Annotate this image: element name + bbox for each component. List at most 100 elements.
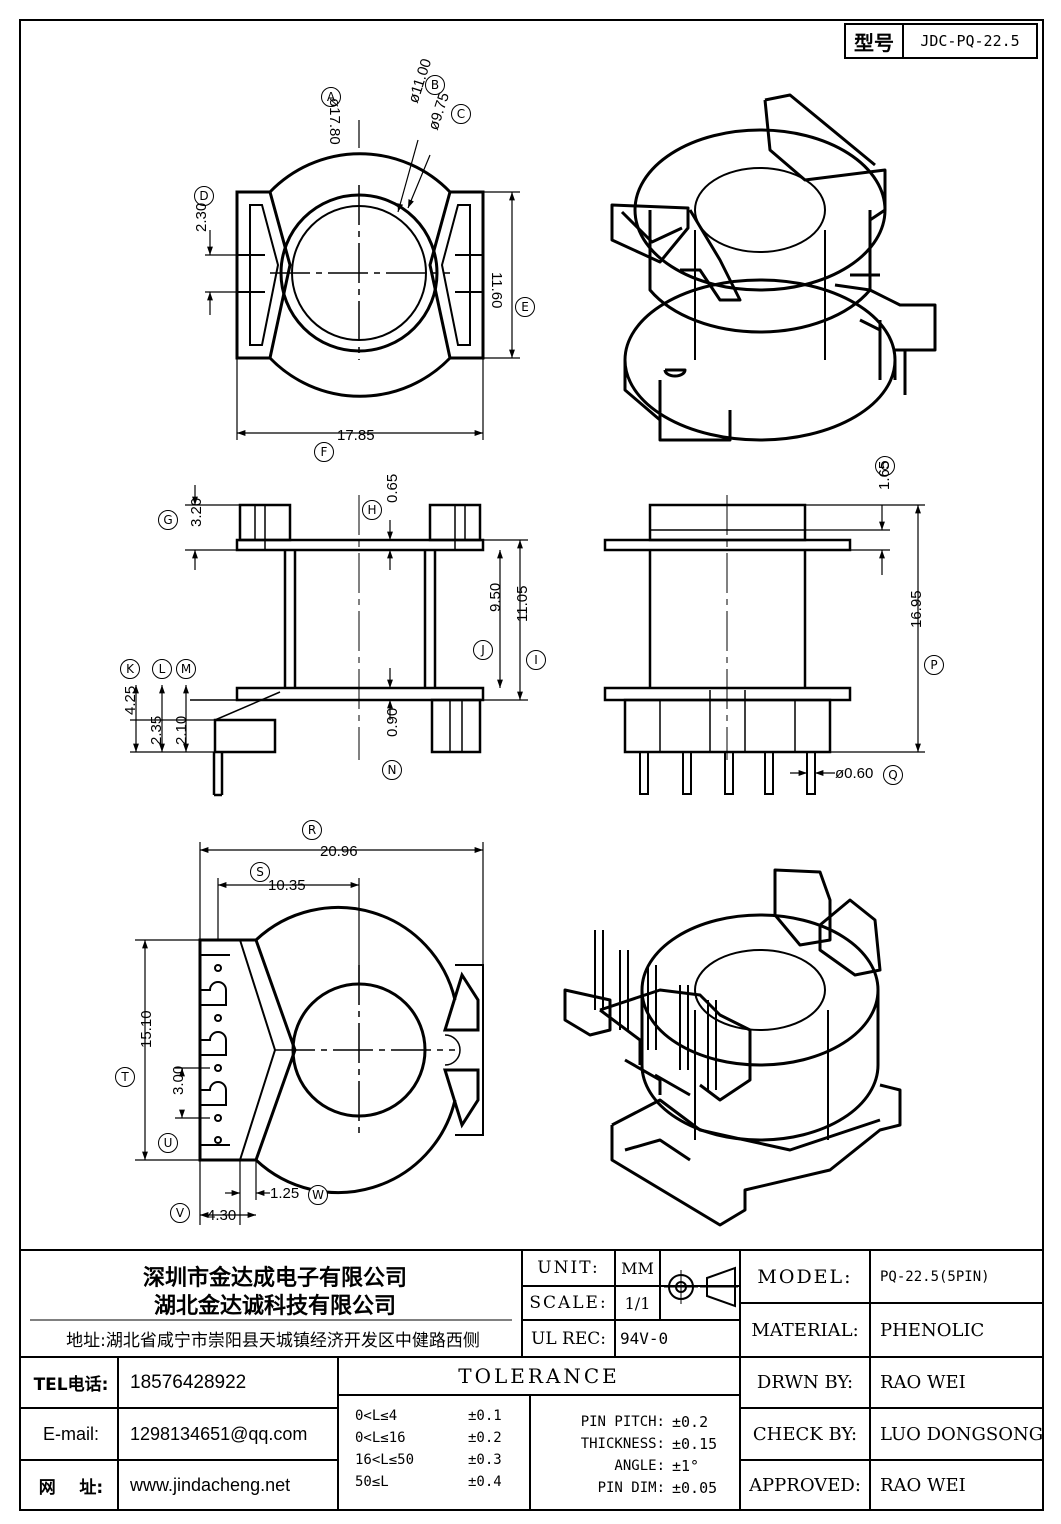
dimension-value-o: 1.65 <box>876 460 893 490</box>
dimension-tag-t: T <box>115 1067 135 1087</box>
web-value: www.jindacheng.net <box>130 1474 291 1495</box>
dimension-tag-v: V <box>170 1203 190 1223</box>
iso-view-bottom <box>563 868 902 1227</box>
dimension-tag-a: A <box>321 87 341 107</box>
header-model-box <box>844 23 1038 59</box>
dimension-tag-r: R <box>302 820 322 840</box>
tolerance-value: ±0.3 <box>468 1452 502 1468</box>
dimension-value-f: 17.85 <box>337 427 375 444</box>
email-label: E-mail: <box>42 1423 99 1444</box>
dimension-tag-d: D <box>194 186 214 206</box>
ulrec-label: UL REC: <box>531 1328 606 1349</box>
dimension-value-q: ø0.60 <box>835 765 874 782</box>
dimension-value-s: 10.35 <box>268 877 306 894</box>
dimension-tag-h: H <box>362 500 382 520</box>
bottom-view-dimensions <box>135 842 484 1225</box>
tolerance-range: 0<L≤4 <box>355 1408 398 1424</box>
dimension-value-k: 4.25 <box>122 685 139 715</box>
dimension-value-h: 0.65 <box>384 473 401 503</box>
scale-value: 1/1 <box>624 1293 651 1313</box>
tolerance-value: ±0.1 <box>468 1408 502 1424</box>
dimension-value-d: 2.30 <box>193 202 210 232</box>
dimension-tag-b: B <box>425 75 445 95</box>
material-label: MATERIAL: <box>751 1319 859 1341</box>
unit-label: UNIT: <box>537 1258 600 1278</box>
bottom-view <box>198 905 484 1195</box>
dimension-value-u: 3.00 <box>170 1065 187 1095</box>
dimension-tag-p: P <box>924 655 944 675</box>
dimension-tag-o: O <box>875 456 895 476</box>
dimension-value-w: 1.25 <box>270 1185 300 1202</box>
ulrec-value: 94V-0 <box>620 1329 669 1348</box>
drawn-by-label: DRWN BY: <box>756 1372 854 1393</box>
dimension-value-a: ø17.80 <box>326 98 343 145</box>
dimension-tag-i: I <box>526 650 546 670</box>
dimension-tag-n: N <box>382 760 402 780</box>
approved-label: APPROVED: <box>749 1474 861 1496</box>
iso-view-top <box>610 93 937 442</box>
dimension-value-n: 0.90 <box>384 707 401 737</box>
model-label: MODEL: <box>757 1265 853 1288</box>
dimension-value-m: 2.10 <box>173 715 190 745</box>
check-by-label: CHECK BY: <box>752 1423 858 1445</box>
dimension-tag-u: U <box>158 1133 178 1153</box>
approved-value: RAO WEI <box>880 1474 966 1496</box>
drawing-frame <box>19 19 1044 1511</box>
dimension-value-l: 2.35 <box>148 715 165 745</box>
company-name-1: 深圳市金达成电子有限公司 <box>142 1266 407 1291</box>
side-view <box>603 495 852 795</box>
tel-value: 18576428922 <box>130 1371 247 1393</box>
scale-label: SCALE: <box>529 1293 608 1313</box>
tolerance-range: 0<L≤16 <box>355 1430 406 1446</box>
angle-value: ±1° <box>672 1457 700 1475</box>
pin-pitch-value: ±0.2 <box>672 1413 709 1431</box>
header-model-label: 型号 <box>854 30 894 55</box>
unit-value: MM <box>621 1258 654 1278</box>
dimension-tag-m: M <box>176 659 196 679</box>
projection-symbol-icon <box>664 1266 738 1308</box>
dimension-tag-q: Q <box>883 765 903 785</box>
dimension-tag-f: F <box>314 442 334 462</box>
side-view-dimensions <box>790 504 925 776</box>
top-view <box>235 152 485 398</box>
header-model-value: JDC-PQ-22.5 <box>920 32 1020 50</box>
dimension-tag-s: S <box>250 862 270 882</box>
dimension-value-e: 11.60 <box>488 272 505 309</box>
email-value: 1298134651@qq.com <box>130 1423 308 1444</box>
company-address: 地址:湖北省咸宁市崇阳县天城镇经济开发区中健路西侧 <box>66 1330 480 1351</box>
tolerance-range: 16<L≤50 <box>355 1452 415 1468</box>
dimension-tag-j: J <box>473 640 493 660</box>
model-value: PQ-22.5(5PIN) <box>880 1268 990 1285</box>
dimension-value-g: 3.20 <box>188 497 205 527</box>
title-block-grid <box>20 1249 1043 1510</box>
dimension-tag-w: W <box>308 1185 328 1205</box>
top-view-dimensions <box>205 120 520 440</box>
company-name-2: 湖北金达诚科技有限公司 <box>153 1294 396 1319</box>
dimension-tag-l: L <box>152 659 172 679</box>
material-value: PHENOLIC <box>880 1319 985 1341</box>
tolerance-title: TOLERANCE <box>458 1364 620 1388</box>
dimension-value-t: 15.10 <box>138 1010 155 1048</box>
front-view <box>190 495 485 797</box>
dimension-value-r: 20.96 <box>320 843 358 860</box>
dimension-value-i: 11.05 <box>514 585 531 622</box>
dimension-tag-c: C <box>451 104 471 124</box>
angle-label: ANGLE: <box>614 1458 665 1474</box>
web-label: 网 址: <box>38 1477 104 1498</box>
pin-dim-value: ±0.05 <box>672 1479 718 1497</box>
check-by-value: LUO DONGSONG <box>880 1423 1044 1445</box>
tel-label: TEL电话: <box>33 1375 109 1395</box>
drawn-by-value: RAO WEI <box>880 1372 966 1393</box>
front-view-dimensions <box>130 485 528 753</box>
dimension-value-j: 9.50 <box>487 582 504 612</box>
tolerance-range: 50≤L <box>355 1474 389 1490</box>
dimension-tag-e: E <box>515 297 535 317</box>
tolerance-value: ±0.4 <box>468 1474 502 1490</box>
dimension-tag-g: G <box>158 510 178 530</box>
tolerance-value: ±0.2 <box>468 1430 502 1446</box>
pin-pitch-label: PIN PITCH: <box>580 1414 665 1430</box>
dimension-value-v: 4.30 <box>207 1207 237 1224</box>
thickness-value: ±0.15 <box>672 1435 718 1453</box>
dimension-value-p: 16.95 <box>908 590 925 628</box>
